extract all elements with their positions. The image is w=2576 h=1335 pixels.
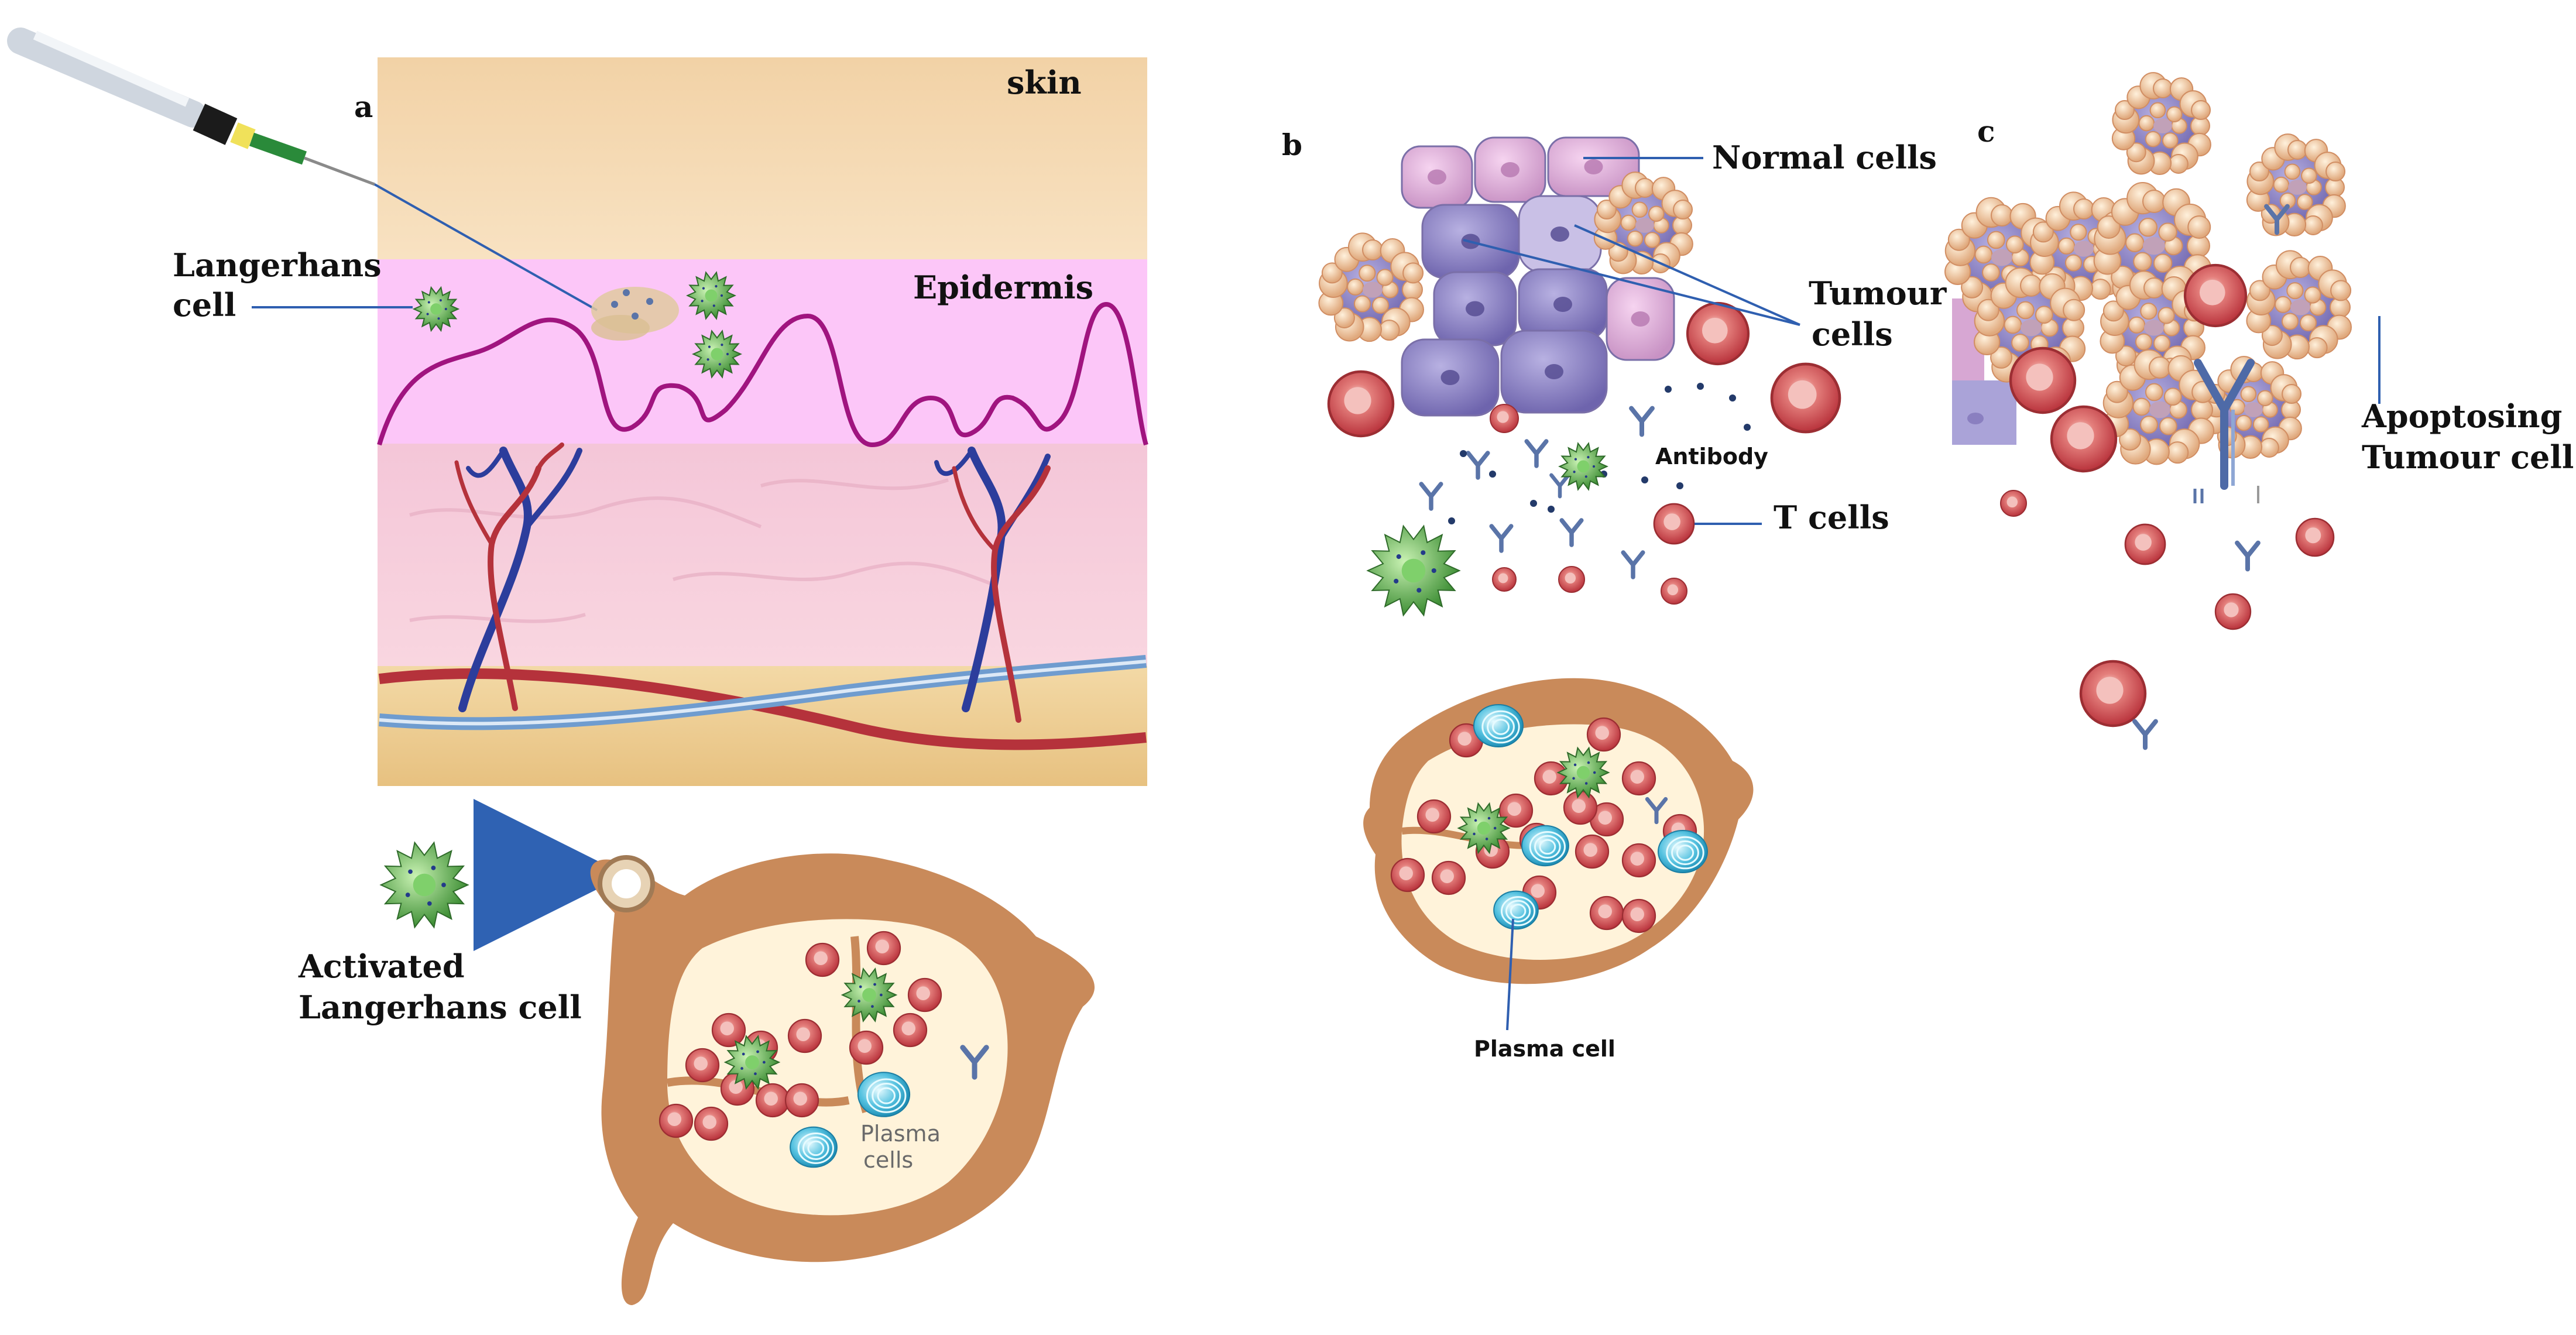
skin-layer bbox=[378, 57, 1147, 259]
plasma-cell bbox=[1521, 825, 1569, 867]
langerhans-cell bbox=[1457, 802, 1511, 854]
plasma-cell-label: Plasma cell bbox=[1474, 1036, 1615, 1062]
epidermis-layer bbox=[378, 259, 1147, 444]
skin-label: skin bbox=[1007, 64, 1082, 101]
langerhans-cell bbox=[686, 271, 736, 320]
antibody-icon bbox=[1466, 451, 1490, 480]
apoptosing-label-line2: Tumour cell bbox=[2362, 438, 2574, 476]
epidermis-boundary bbox=[377, 301, 1148, 448]
tumour-cells-label-line1: Tumour bbox=[1809, 274, 1947, 312]
antibody-icon bbox=[1549, 473, 1570, 499]
activated-langerhans-cell bbox=[379, 841, 469, 929]
apoptosing-tumour-cell bbox=[1974, 267, 2086, 383]
epidermis-label: Epidermis bbox=[913, 269, 1093, 306]
t-cells-label: T cells bbox=[1774, 499, 1889, 536]
apoptosing-tumour-cell bbox=[2093, 182, 2212, 304]
activated-label-line2: Langerhans cell bbox=[299, 989, 582, 1026]
capillary-tree-right bbox=[934, 447, 1051, 723]
antibody-icon bbox=[2194, 359, 2255, 490]
artery-horizontal bbox=[378, 668, 1147, 750]
normal-cells-label: Normal cells bbox=[1712, 139, 1937, 176]
antibody-label: Antibody bbox=[1655, 444, 1768, 469]
plasma-cells-label-line2: cells bbox=[863, 1147, 913, 1173]
injection-leader-line bbox=[374, 183, 598, 311]
apoptosing-tumour-cell bbox=[2102, 349, 2215, 465]
blebbing-cell bbox=[1593, 171, 1693, 274]
t-cell-group-a bbox=[658, 931, 942, 1141]
antigen-cluster bbox=[591, 287, 679, 341]
tumour-cells-label-line2: cells bbox=[1812, 315, 1893, 353]
antibody-icon bbox=[1489, 524, 1514, 553]
antibody-icon bbox=[1621, 550, 1645, 579]
plasma-cells-label-line1: Plasma bbox=[860, 1121, 941, 1147]
activated-label-line1: Activated bbox=[298, 948, 465, 985]
langerhans-cell bbox=[412, 286, 460, 332]
langerhans-cell bbox=[1558, 442, 1608, 491]
antibody-icon bbox=[1524, 439, 1549, 468]
apoptosing-tumour-cell bbox=[2246, 133, 2346, 236]
langerhans-cell bbox=[1556, 746, 1610, 799]
panel-b-letter: b bbox=[1282, 128, 1302, 162]
plasma-cell-leader-line bbox=[1506, 918, 1514, 1031]
langerhans-label-line2: cell bbox=[173, 286, 236, 324]
langerhans-cell bbox=[841, 967, 898, 1023]
panel-a: a skin Epidermis Langerhans cell Activat… bbox=[7, 28, 1148, 1305]
langerhans-cell bbox=[692, 330, 742, 379]
antibody-icon bbox=[1645, 797, 1668, 825]
antibody-icon bbox=[2264, 204, 2290, 235]
tumour-cell-fragment bbox=[1952, 380, 2016, 445]
normal-cell-cluster bbox=[1401, 136, 1675, 361]
langerhans-cell bbox=[723, 1034, 781, 1090]
apoptosing-label-line1: Apoptosing bbox=[2361, 397, 2562, 435]
antibody-icon bbox=[1559, 518, 1584, 547]
antibody-icon bbox=[2132, 719, 2158, 750]
dermis-layer bbox=[378, 444, 1147, 666]
plasma-cell bbox=[790, 1126, 838, 1168]
apoptosing-tumour-cell bbox=[2246, 250, 2352, 360]
apoptosing-tumour-cell bbox=[2202, 356, 2302, 459]
capillary-tree-left bbox=[454, 442, 582, 712]
plasma-cell bbox=[1658, 830, 1708, 873]
tumour-cell-cluster bbox=[1401, 195, 1608, 417]
apoptosing-tumour-cell bbox=[2111, 72, 2211, 175]
plasma-cell bbox=[1493, 890, 1539, 930]
antibody-icon bbox=[1629, 406, 1655, 437]
tumour-leader-line-2 bbox=[1574, 224, 1800, 326]
langerhans-label-line1: Langerhans bbox=[173, 246, 382, 284]
blebbing-cell bbox=[1318, 232, 1424, 342]
t-cell-group-c bbox=[2000, 263, 2335, 727]
syringe-icon bbox=[7, 28, 375, 186]
tumour-leader-line-1 bbox=[1463, 239, 1800, 326]
lymph-node-a bbox=[590, 853, 1095, 1305]
plasma-cell bbox=[857, 1072, 911, 1117]
panel-c: c Apoptosing Tumour cell bbox=[1944, 72, 2574, 750]
panel-c-letter: c bbox=[1977, 114, 1995, 149]
panel-a-letter: a bbox=[354, 90, 373, 124]
langerhans-cell bbox=[1366, 524, 1461, 617]
t-cell-group-b bbox=[1327, 301, 1841, 605]
plasma-cell bbox=[1473, 704, 1524, 747]
panel-b: b Normal cells Tumour cells An bbox=[1282, 128, 1947, 1062]
antibody-icon bbox=[1419, 482, 1443, 511]
antibody-icon bbox=[960, 1045, 989, 1080]
antibody-icon bbox=[2235, 540, 2261, 572]
